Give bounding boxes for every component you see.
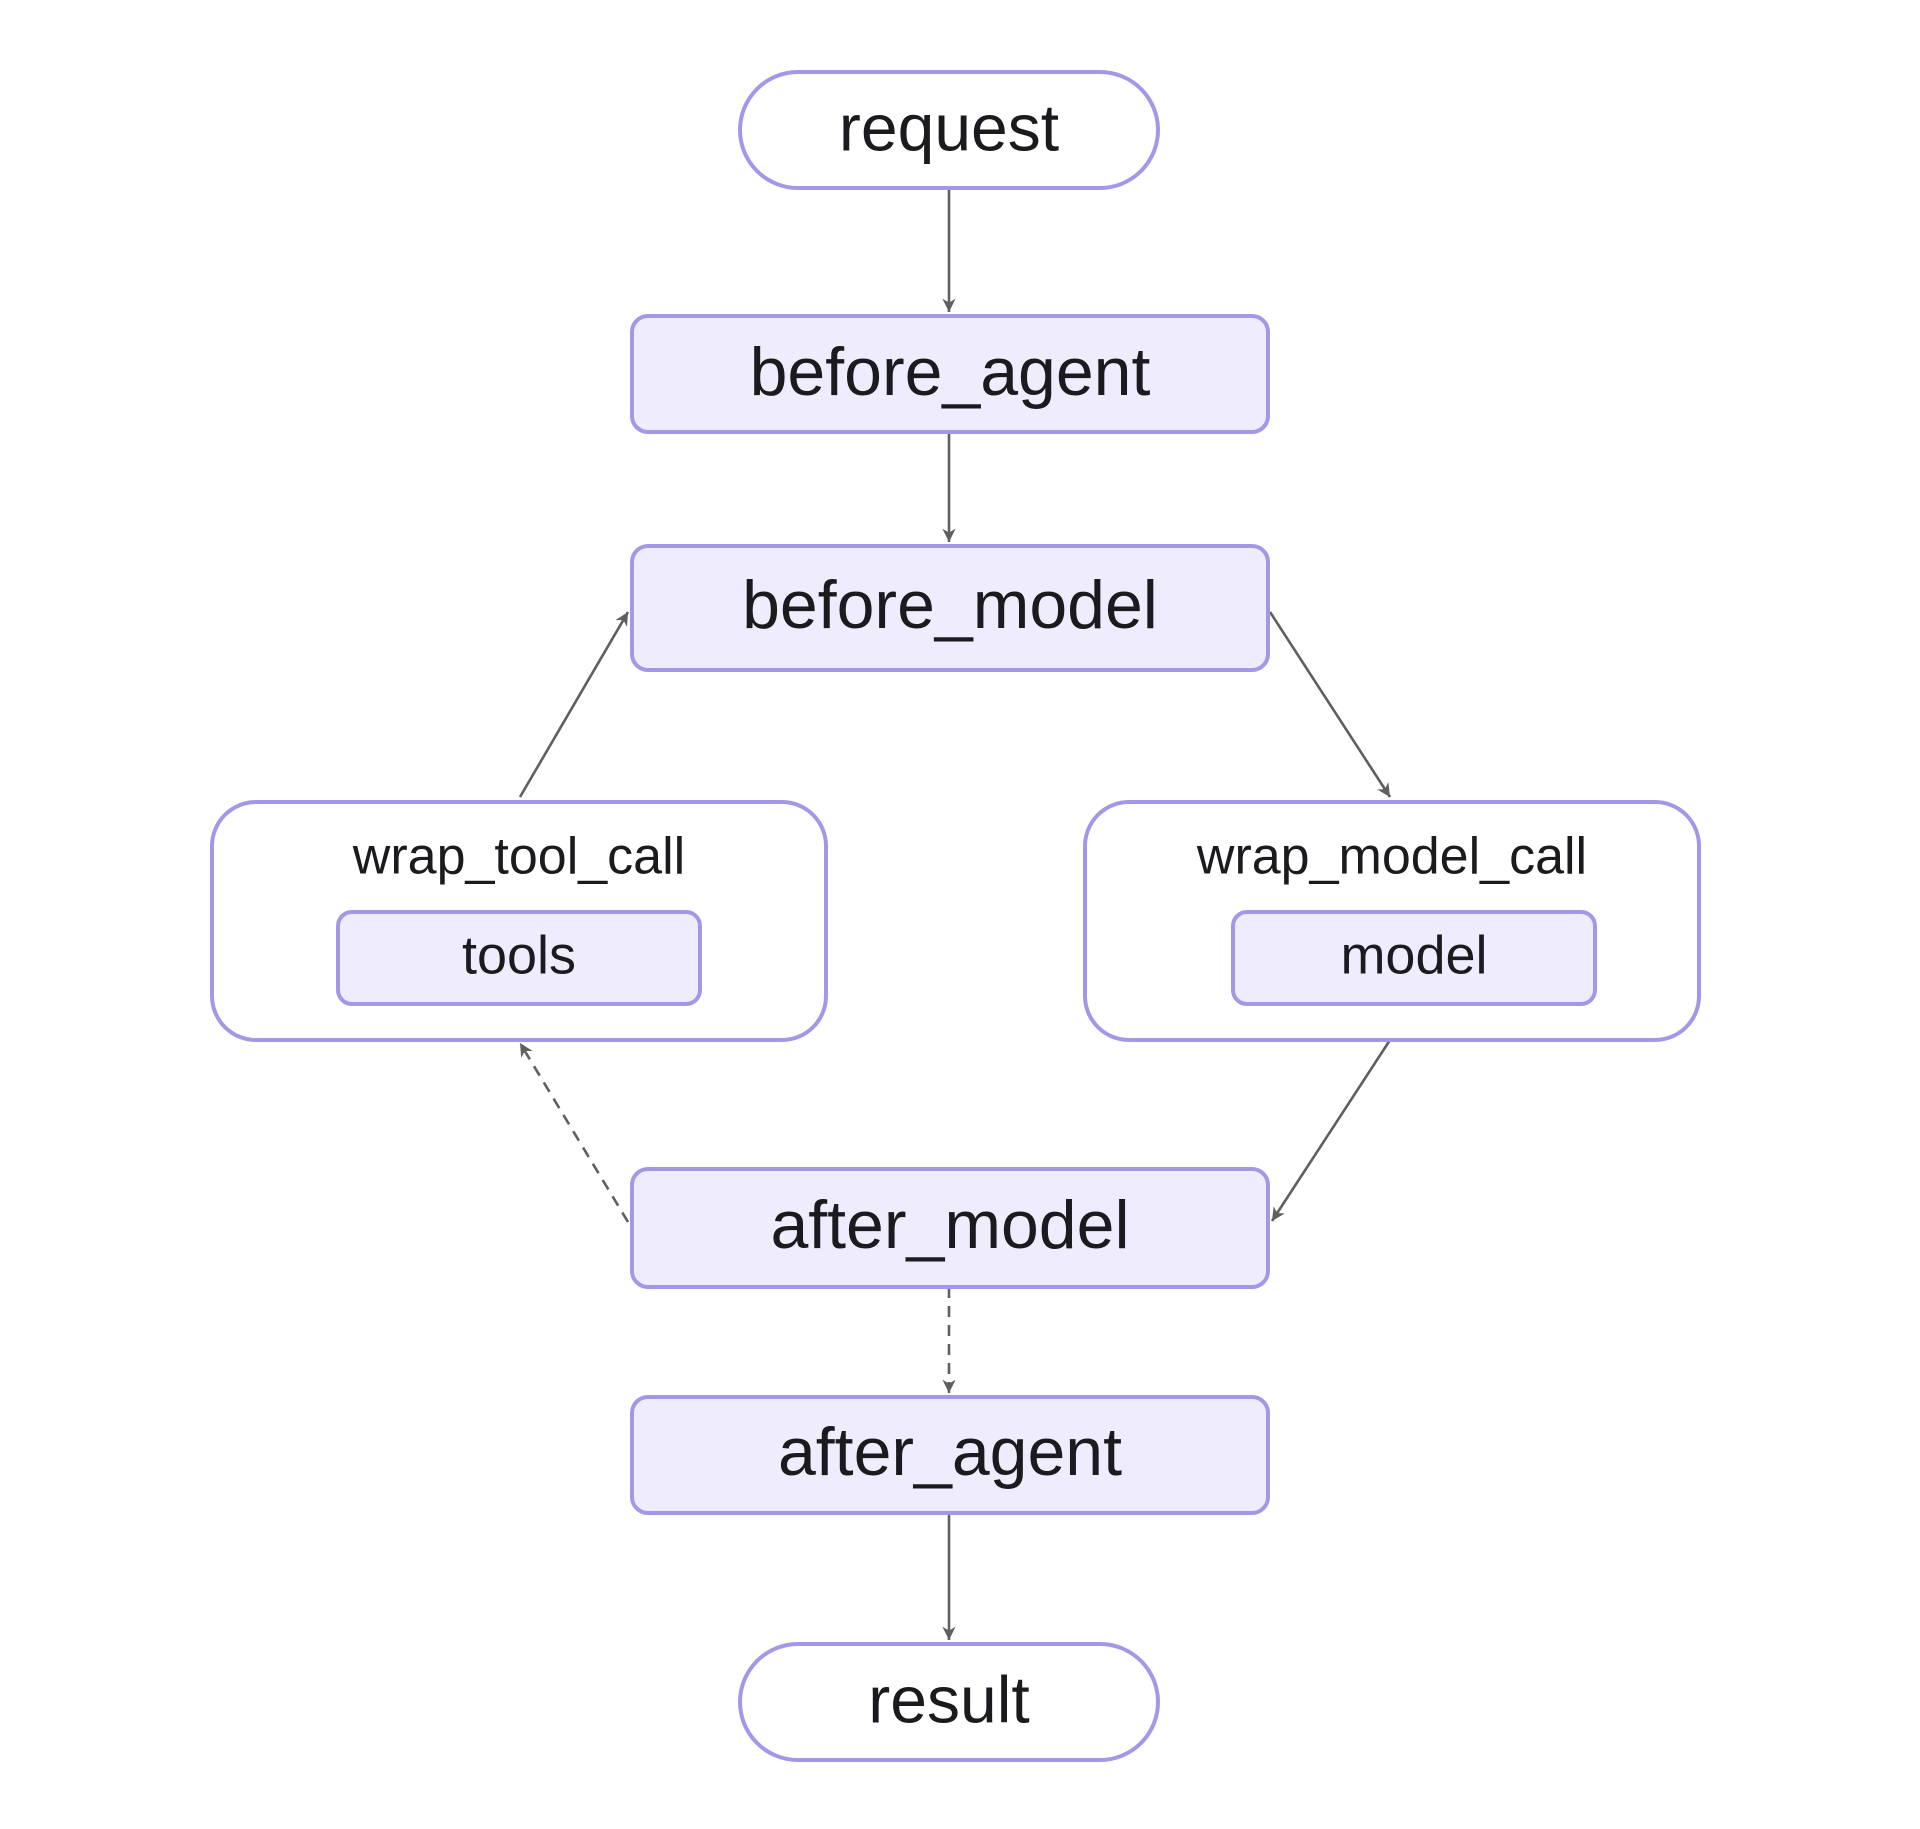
node-tools-label: tools (462, 925, 576, 985)
node-before-agent: before_agent (630, 314, 1270, 434)
node-after-model-label: after_model (770, 1187, 1129, 1263)
node-request: request (738, 70, 1160, 190)
group-wrap-tool-call: wrap_tool_call tools (210, 800, 828, 1042)
node-model: model (1231, 910, 1597, 1006)
node-after-agent-label: after_agent (778, 1414, 1122, 1490)
node-request-label: request (839, 90, 1059, 164)
node-before-model-label: before_model (742, 567, 1158, 643)
node-tools: tools (336, 910, 702, 1006)
group-wrap-model-call-label: wrap_model_call (1196, 828, 1587, 886)
edge-wrap-tool-call-to-before-model (518, 611, 630, 798)
edge-wrap-model-call-to-after-model (1270, 1039, 1392, 1222)
node-before-agent-label: before_agent (750, 334, 1151, 410)
edge-before-model-to-wrap-model-call (1268, 611, 1392, 798)
edges (518, 190, 1392, 1640)
node-result: result (738, 1642, 1160, 1762)
node-after-model: after_model (630, 1167, 1270, 1289)
group-wrap-tool-call-label: wrap_tool_call (352, 828, 685, 886)
node-result-label: result (868, 1662, 1029, 1736)
group-wrap-model-call: wrap_model_call model (1083, 800, 1701, 1042)
edge-after-model-to-wrap-tool-call (518, 1042, 630, 1223)
node-before-model: before_model (630, 544, 1270, 672)
node-model-label: model (1340, 925, 1487, 985)
node-after-agent: after_agent (630, 1395, 1270, 1515)
